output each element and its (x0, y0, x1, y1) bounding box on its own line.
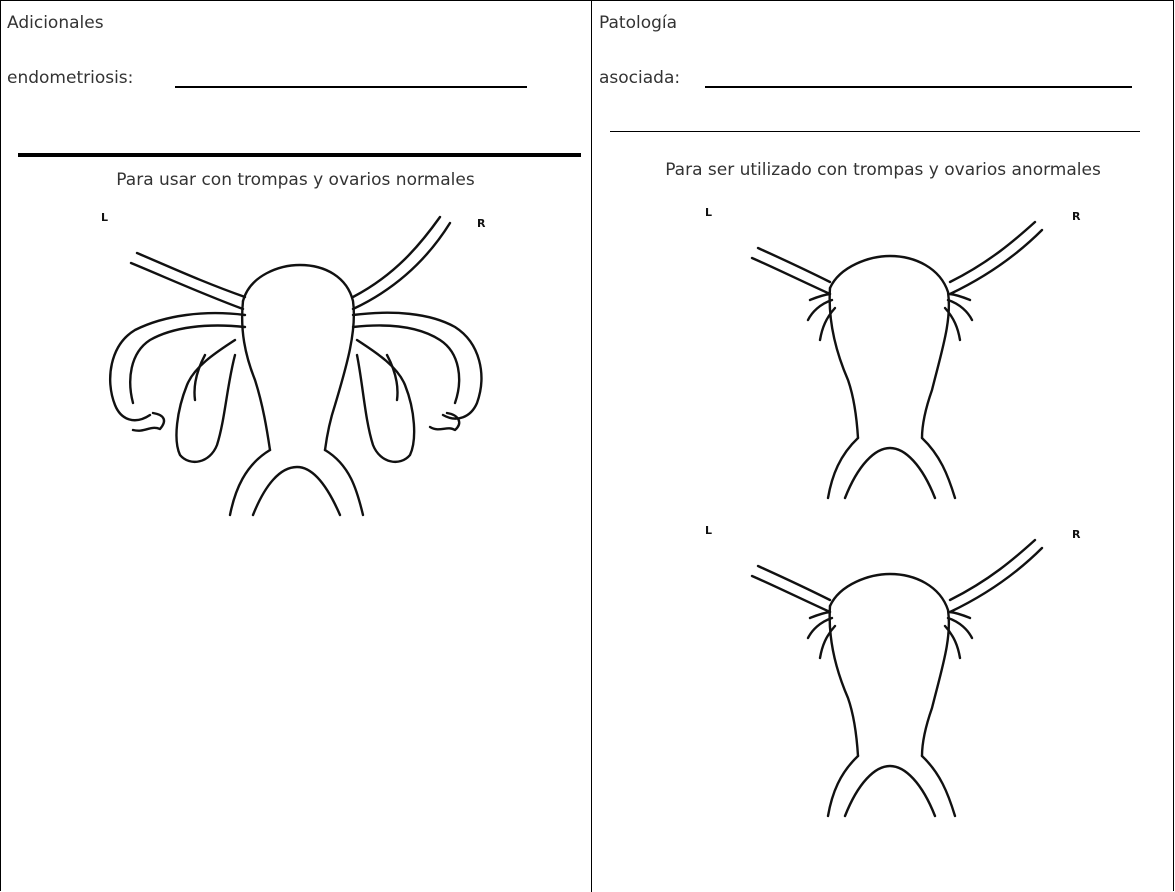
right-heading: Patología (599, 12, 677, 34)
cervix-left-outer (828, 438, 858, 498)
right-stub-1 (950, 612, 970, 618)
uterus-outline-right (830, 574, 949, 756)
abnormal-uterus-diagram-1[interactable]: L R (700, 200, 1090, 510)
uterus-outline-right (830, 256, 949, 438)
endometriosis-label: endometriosis: (7, 67, 133, 89)
left-heading: Adicionales (7, 12, 104, 34)
normal-uterus-diagram[interactable]: L R (95, 205, 495, 520)
section-separator (18, 153, 581, 157)
uterus-outline-left (242, 301, 270, 450)
cervix-left-outer (230, 450, 270, 515)
cervix-right-outer (325, 450, 363, 515)
diagram-right-marker: R (1072, 528, 1081, 541)
left-ovary (176, 340, 235, 462)
diagram-right-marker: R (477, 217, 486, 230)
right-stub-1 (950, 294, 970, 300)
cervix-inner-arch (253, 467, 340, 515)
right-tube-upper-1 (950, 222, 1035, 282)
diagram-left-marker: L (705, 206, 712, 219)
uterus-outline-right (243, 265, 354, 450)
cervix-left-outer (828, 756, 858, 816)
column-divider (591, 0, 592, 892)
right-tube-upper-1 (353, 217, 440, 297)
right-tube-upper-2 (950, 230, 1042, 294)
right-tube-inner (353, 326, 459, 403)
right-tube-upper-2 (353, 223, 450, 309)
left-tube-upper-2 (131, 263, 243, 309)
right-caption: Para ser utilizado con trompas y ovarios… (592, 159, 1174, 181)
left-caption: Para usar con trompas y ovarios normales (0, 169, 591, 191)
associated-pathology-field[interactable] (705, 86, 1132, 88)
associated-pathology-line-2[interactable] (610, 131, 1140, 132)
cervix-inner-arch (845, 448, 935, 498)
cervix-inner-arch (845, 766, 935, 816)
associated-pathology-label: asociada: (599, 67, 680, 89)
diagram-right-marker: R (1072, 210, 1081, 223)
left-stub-1 (810, 294, 830, 300)
right-tube-upper-1 (950, 540, 1035, 600)
diagram-left-marker: L (101, 211, 108, 224)
diagram-left-marker: L (705, 524, 712, 537)
cervix-right-outer (922, 756, 955, 816)
left-tube-upper-1 (137, 253, 245, 297)
right-ovary (357, 340, 414, 462)
right-tube-outer (353, 313, 481, 419)
endometriosis-field[interactable] (175, 86, 527, 88)
left-stub-1 (810, 612, 830, 618)
right-tube-upper-2 (950, 548, 1042, 612)
cervix-right-outer (922, 438, 955, 498)
abnormal-uterus-diagram-2[interactable]: L R (700, 518, 1090, 828)
